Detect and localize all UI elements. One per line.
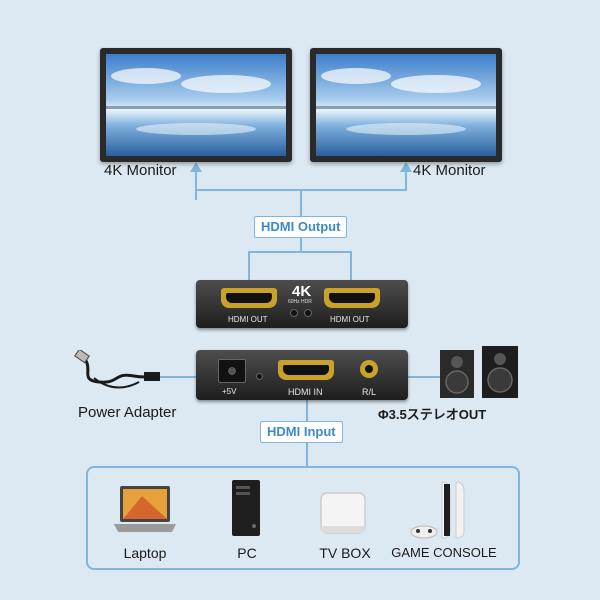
hdmi-in-label: HDMI IN bbox=[288, 387, 323, 397]
source-pc-label: PC bbox=[237, 545, 257, 561]
splitter-output-face: HDMI OUT 4K 60Hz HDR HDMI OUT bbox=[196, 280, 408, 328]
stereo-out-label: Φ3.5ステレオOUT bbox=[378, 407, 487, 422]
hdmi-input-tag: HDMI Input bbox=[260, 421, 343, 443]
hdmi-out-port-right bbox=[324, 288, 380, 308]
led-indicator bbox=[256, 373, 263, 380]
power-port-label: +5V bbox=[222, 387, 237, 396]
hdmi-out-port-left bbox=[221, 288, 277, 308]
game-console-icon bbox=[410, 481, 465, 539]
hdmi-out-left-label: HDMI OUT bbox=[228, 315, 268, 324]
source-devices-frame bbox=[86, 466, 520, 570]
hdmi-in-port bbox=[278, 360, 334, 380]
splitter-input-face: +5V HDMI IN R/L bbox=[196, 350, 408, 400]
audio-jack-hole bbox=[365, 365, 373, 373]
4k-badge: 4K bbox=[292, 283, 312, 300]
hdmi-out-right-label: HDMI OUT bbox=[330, 315, 370, 324]
pc-tower-icon bbox=[232, 480, 260, 536]
led-indicator bbox=[290, 309, 298, 317]
power-jack-pin bbox=[228, 367, 236, 375]
audio-jack bbox=[360, 360, 378, 378]
source-tv-box-label: TV BOX bbox=[319, 545, 371, 561]
power-jack bbox=[218, 359, 246, 383]
sky-landscape-image bbox=[316, 54, 496, 156]
monitor-left-label: 4K Monitor bbox=[104, 162, 177, 179]
sky-landscape-image bbox=[106, 54, 286, 156]
power-adapter-label: Power Adapter bbox=[78, 404, 177, 421]
led-indicator bbox=[304, 309, 312, 317]
monitor-right-label: 4K Monitor bbox=[413, 162, 486, 179]
monitor-left bbox=[100, 48, 292, 162]
audio-port-label: R/L bbox=[362, 387, 377, 397]
laptop-icon bbox=[114, 486, 176, 532]
speakers-icon bbox=[440, 346, 518, 398]
monitor-screen bbox=[316, 54, 496, 156]
hdmi-output-tag: HDMI Output bbox=[254, 216, 348, 238]
power-adapter-cable-icon bbox=[74, 350, 160, 389]
monitor-right bbox=[310, 48, 502, 162]
monitor-screen bbox=[106, 54, 286, 156]
source-laptop-label: Laptop bbox=[123, 545, 167, 561]
4k-badge-subtext: 60Hz HDR bbox=[288, 299, 312, 305]
source-game-console-label: GAME CONSOLE bbox=[391, 545, 497, 560]
tv-box-icon bbox=[320, 492, 366, 534]
